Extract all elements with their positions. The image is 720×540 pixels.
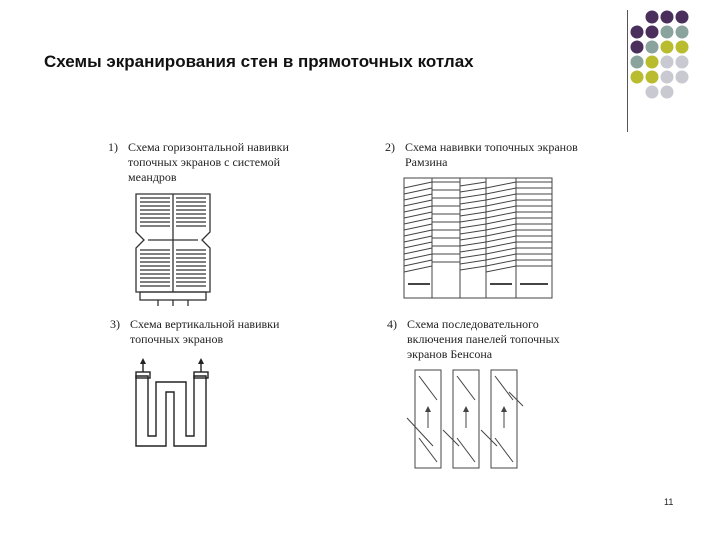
scheme-1-line-1: Схема горизонтальной навивки	[128, 140, 289, 154]
decorative-dot	[660, 40, 674, 54]
ramzin-tube	[403, 217, 433, 225]
scheme-1-line-2: топочных экранов с системой	[128, 155, 281, 169]
ramzin-tube	[459, 247, 487, 253]
scheme-4-diagram	[406, 369, 524, 469]
decorative-dot	[675, 55, 689, 69]
ramzin-tube	[403, 199, 433, 207]
decorative-dot	[645, 55, 659, 69]
ramzin-tube	[459, 199, 487, 205]
ramzin-tube	[485, 223, 517, 231]
ramzin-tube	[403, 187, 433, 195]
ramzin-tube	[403, 229, 433, 237]
title-divider-line	[627, 10, 628, 132]
ramzin-tube	[459, 265, 487, 271]
ramzin-tube	[485, 247, 517, 255]
decorative-dot	[660, 85, 674, 99]
decorative-dot	[675, 25, 689, 39]
scheme-2-diagram	[403, 177, 553, 299]
ramzin-tube	[485, 235, 517, 243]
ramzin-tube	[459, 205, 487, 211]
ramzin-tube	[459, 241, 487, 247]
ramzin-tube	[403, 181, 433, 189]
decorative-dot	[645, 85, 659, 99]
ramzin-tube	[403, 259, 433, 267]
ramzin-tube	[403, 223, 433, 231]
decorative-dot	[660, 70, 674, 84]
ramzin-tube	[403, 193, 433, 201]
ramzin-tube	[485, 211, 517, 219]
ramzin-tube	[485, 265, 517, 273]
ramzin-tube	[403, 247, 433, 255]
scheme-4-caption: 4) Схема последовательного включения пан…	[387, 317, 560, 362]
ramzin-tube	[485, 259, 517, 267]
scheme-2-line-1: Схема навивки топочных экранов	[405, 140, 578, 154]
ramzin-tube	[485, 181, 517, 189]
decorative-dot	[630, 40, 644, 54]
ramzin-tube	[485, 205, 517, 213]
ramzin-tube	[459, 187, 487, 193]
ramzin-tube	[459, 181, 487, 187]
decorative-dot	[645, 70, 659, 84]
scheme-3-caption: 3) Схема вертикальной навивки топочных э…	[110, 317, 280, 347]
ramzin-tube	[485, 253, 517, 261]
decorative-dot	[645, 40, 659, 54]
ramzin-tube	[485, 241, 517, 249]
scheme-3-diagram	[135, 358, 209, 447]
scheme-1-diagram	[135, 193, 211, 306]
ramzin-tube	[459, 259, 487, 265]
scheme-2-line-2: Рамзина	[405, 155, 448, 169]
decorative-dot	[630, 70, 644, 84]
ramzin-tube	[459, 235, 487, 241]
ramzin-tube	[485, 187, 517, 195]
decorative-dot	[675, 70, 689, 84]
scheme-3-line-2: топочных экранов	[130, 332, 224, 346]
scheme-2-number: 2)	[385, 140, 395, 154]
scheme-4-line-1: Схема последовательного	[407, 317, 539, 331]
scheme-3-line-1: Схема вертикальной навивки	[130, 317, 280, 331]
ramzin-tube	[459, 229, 487, 235]
decorative-dot	[660, 55, 674, 69]
slide-title: Схемы экранирования стен в прямоточных к…	[44, 52, 474, 71]
ramzin-tube	[485, 193, 517, 201]
scheme-1-caption: 1) Схема горизонтальной навивки топочных…	[108, 140, 289, 185]
ramzin-tube	[459, 211, 487, 217]
scheme-4-line-3: экранов Бенсона	[407, 347, 493, 361]
ramzin-tube	[403, 241, 433, 249]
decorative-dot	[645, 10, 659, 24]
scheme-4-line-2: включения панелей топочных	[407, 332, 560, 346]
ramzin-tube	[459, 253, 487, 259]
decorative-dot	[630, 55, 644, 69]
ramzin-tube	[403, 265, 433, 273]
decorative-dot	[675, 40, 689, 54]
ramzin-tube	[459, 217, 487, 223]
ramzin-tube	[485, 199, 517, 207]
ramzin-tube	[403, 253, 433, 261]
scheme-2-caption: 2) Схема навивки топочных экранов Рамзин…	[385, 140, 578, 170]
decorative-dot	[660, 10, 674, 24]
scheme-1-number: 1)	[108, 140, 118, 154]
decorative-dot	[645, 25, 659, 39]
scheme-1-line-3: меандров	[128, 170, 177, 184]
decorative-dot	[630, 25, 644, 39]
ramzin-tube	[485, 229, 517, 237]
ramzin-tube	[485, 217, 517, 225]
ramzin-tube	[403, 211, 433, 219]
decorative-dot	[675, 10, 689, 24]
scheme-4-number: 4)	[387, 317, 397, 331]
ramzin-tube	[403, 205, 433, 213]
scheme-3-number: 3)	[110, 317, 120, 331]
page-number: 11	[664, 497, 674, 507]
ramzin-tube	[403, 235, 433, 243]
ramzin-tube	[459, 223, 487, 229]
decorative-dot	[660, 25, 674, 39]
ramzin-tube	[459, 193, 487, 199]
